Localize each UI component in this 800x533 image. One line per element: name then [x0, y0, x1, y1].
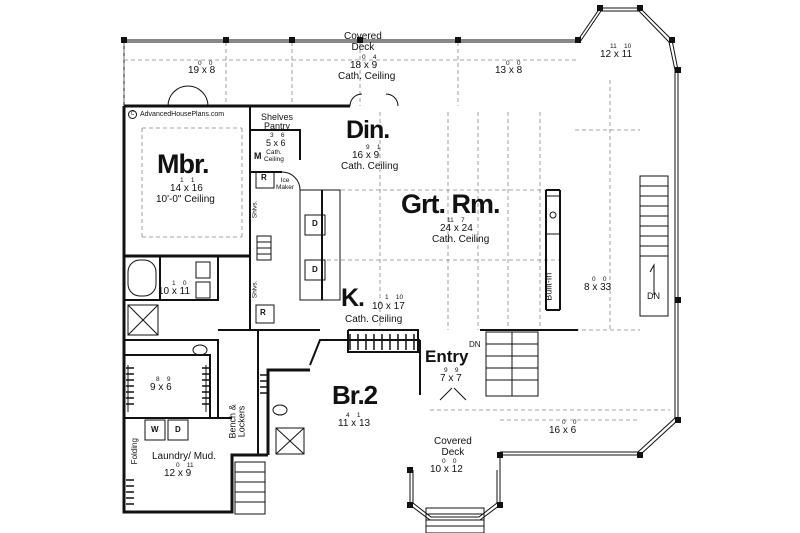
bathtub — [127, 259, 157, 297]
deck-corner-dims: 12 x 11 — [600, 49, 633, 60]
label-washer: W — [151, 425, 159, 434]
closet-sup: 8 9 — [156, 376, 171, 383]
deck-front-dims: 16 x 6 — [549, 425, 577, 436]
label-shlvs-top: Shlvs. — [251, 200, 259, 219]
entry-name: Entry — [425, 347, 469, 366]
label-r-top: R — [261, 173, 267, 182]
bath-sup: 1 0 — [172, 280, 187, 287]
brand-logo-text: AdvancedHousePlans.com — [140, 111, 225, 118]
covered-deck-bottom-dims: 10 x 12 — [430, 464, 463, 475]
laundry-sup: 0 11 — [176, 462, 194, 469]
mbr-sup: 1 1 — [180, 177, 195, 184]
label-ice-maker: Ice Maker — [276, 177, 295, 191]
label-shlvs-bottom: Shlvs. — [251, 280, 259, 299]
deck-left-sup: 0 0 — [198, 60, 213, 67]
grt-rm-name: Grt. Rm. — [401, 189, 501, 219]
label-bench: Bench & Lockers — [227, 404, 248, 439]
kitchen-dims: 10 x 17 — [372, 301, 405, 312]
label-cath-ceiling-small: Cath. Ceiling — [264, 149, 284, 163]
din-sup: 9 1 — [366, 144, 381, 151]
entry-sup: 9 9 — [444, 367, 459, 374]
pantry-sup: 3 6 — [270, 132, 285, 139]
grt-rm-dims: 24 x 24 — [440, 223, 473, 234]
corner-deck-railing — [577, 7, 679, 300]
br2-sup: 4 1 — [346, 412, 361, 419]
grt-rm-sup: 11 7 — [447, 217, 465, 224]
mbr-ceiling: 10'-0" Ceiling — [156, 194, 215, 205]
deck-side-dims: 8 x 33 — [584, 282, 612, 293]
laundry-dims: 12 x 9 — [164, 468, 192, 479]
label-r-bottom: R — [260, 308, 266, 317]
bottom-deck-railing — [409, 470, 501, 521]
brand-logo: C AdvancedHousePlans.com — [128, 110, 224, 119]
kitchen-island — [299, 189, 341, 301]
label-dryer: D — [175, 425, 181, 434]
din-ceiling: Cath. Ceiling — [341, 161, 399, 172]
deck-right-sup: 0 0 — [506, 60, 521, 67]
side-deck-railing — [499, 300, 679, 470]
covered-deck-top-dims: 18 x 9 — [350, 60, 378, 71]
covered-deck-top-name: Covered Deck — [344, 31, 382, 53]
mbr-name: Mbr. — [157, 149, 210, 179]
entry-dims: 7 x 7 — [440, 373, 462, 384]
grt-rm-ceiling: Cath. Ceiling — [432, 234, 490, 245]
br2-dims: 11 x 13 — [338, 418, 371, 429]
deck-left-dims: 19 x 8 — [188, 65, 216, 76]
label-dn-stairs: DN — [647, 291, 660, 301]
label-built-in: Built-In — [543, 272, 554, 301]
kitchen-sup: 1 10 — [385, 294, 404, 301]
closet-dims: 9 x 6 — [150, 382, 172, 393]
kitchen-ceiling: Cath. Ceiling — [345, 314, 403, 325]
deck-corner-sup: 11 10 — [610, 43, 632, 50]
kitchen-name: K. — [341, 284, 365, 312]
mbr-dims: 14 x 16 — [170, 183, 203, 194]
din-dims: 16 x 9 — [352, 150, 380, 161]
deck-front-sup: 0 0 — [562, 419, 577, 426]
label-d2: D — [312, 265, 318, 274]
label-dn-entry: DN — [469, 340, 481, 349]
label-folding: Folding — [129, 438, 139, 465]
covered-deck-bottom-name: Covered Deck — [434, 436, 472, 458]
deck-right-dims: 13 x 8 — [495, 65, 523, 76]
br2-name: Br.2 — [332, 380, 378, 410]
laundry-name: Laundry/ Mud. — [152, 451, 216, 462]
label-d1: D — [312, 219, 318, 228]
deck-side-sup: 0 0 — [592, 276, 607, 283]
covered-deck-top-ceiling: Cath. Ceiling — [338, 71, 396, 82]
din-name: Din. — [346, 116, 390, 144]
covered-deck-top-sup: 0 4 — [362, 54, 377, 61]
bath-dims: 10 x 11 — [158, 286, 191, 297]
pantry-name: Shelves Pantry — [261, 112, 294, 132]
copyright-icon: C — [128, 110, 137, 119]
label-m: M — [254, 151, 262, 161]
covered-deck-bottom-sup: 0 0 — [442, 458, 457, 465]
pantry-dims: 5 x 6 — [266, 138, 286, 148]
